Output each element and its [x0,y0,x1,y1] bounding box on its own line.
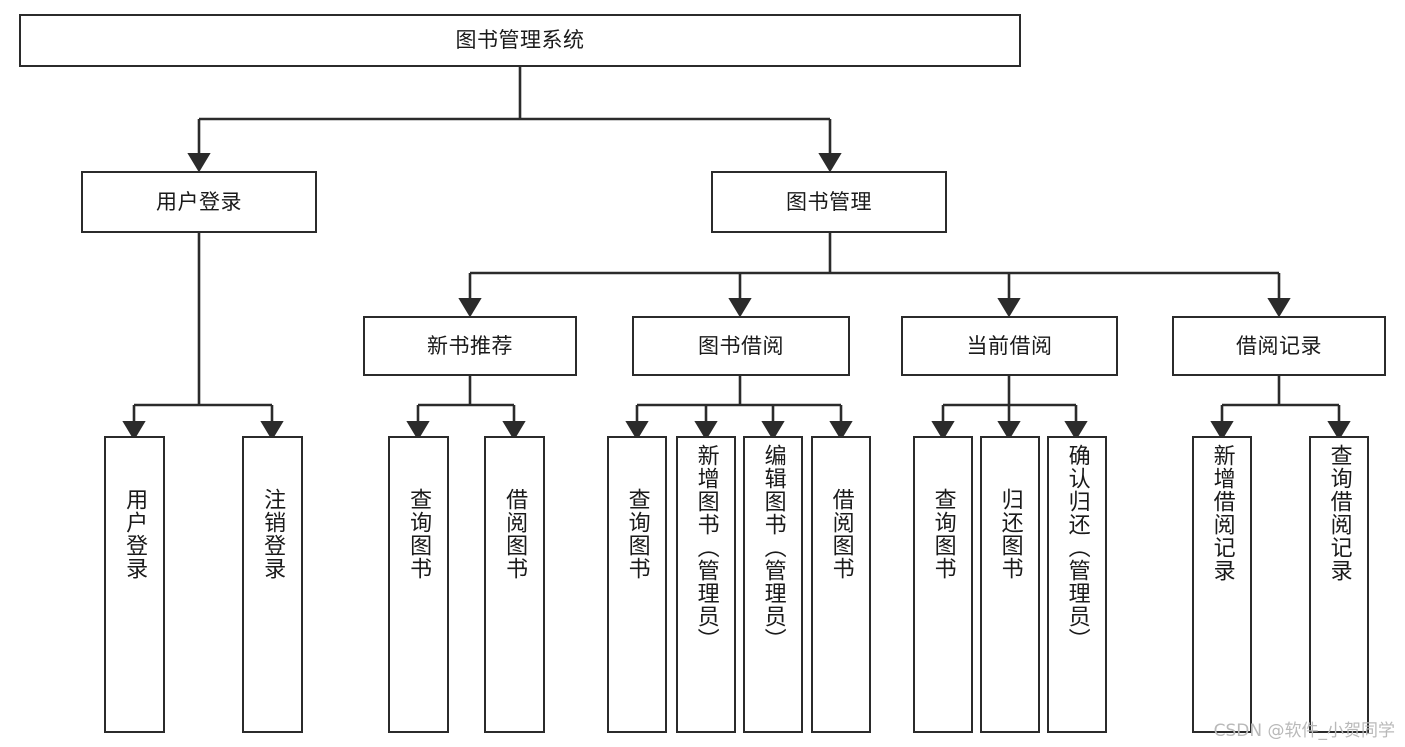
node-label: 新书推荐 [427,333,513,358]
node-root-book-management-system[interactable]: 图书管理系统 [19,14,1021,67]
leaf-new-book-borrow-book[interactable]: 借阅图书 [484,436,545,733]
node-label: 用户登录 [122,488,148,580]
node-book-borrow[interactable]: 图书借阅 [632,316,850,376]
node-label: 新增图书（管理员） [693,444,719,651]
leaf-book-borrow-query-book[interactable]: 查询图书 [607,436,667,733]
node-label: 注销登录 [260,488,286,580]
leaf-book-borrow-edit-book-admin[interactable]: 编辑图书（管理员） [743,436,803,733]
node-book-management[interactable]: 图书管理 [711,171,947,233]
leaf-new-book-query-book[interactable]: 查询图书 [388,436,449,733]
node-current-borrow[interactable]: 当前借阅 [901,316,1118,376]
leaf-borrow-record-add-record[interactable]: 新增借阅记录 [1192,436,1252,733]
node-new-book-recommend[interactable]: 新书推荐 [363,316,577,376]
node-label: 新增借阅记录 [1209,444,1235,582]
leaf-current-borrow-return-book[interactable]: 归还图书 [980,436,1040,733]
leaf-user-login-logout[interactable]: 注销登录 [242,436,303,733]
node-label: 图书借阅 [698,333,784,358]
leaf-borrow-record-query-record[interactable]: 查询借阅记录 [1309,436,1369,733]
node-label: 查询借阅记录 [1326,444,1352,582]
leaf-current-borrow-query-book[interactable]: 查询图书 [913,436,973,733]
node-label: 编辑图书（管理员） [760,444,786,651]
node-label: 确认归还（管理员） [1064,444,1090,651]
node-label: 用户登录 [156,189,242,214]
node-label: 借阅记录 [1236,333,1322,358]
node-label: 归还图书 [997,488,1023,580]
leaf-book-borrow-add-book-admin[interactable]: 新增图书（管理员） [676,436,736,733]
node-label: 查询图书 [624,488,650,580]
node-borrow-record[interactable]: 借阅记录 [1172,316,1386,376]
node-label: 当前借阅 [966,333,1053,358]
node-label: 查询图书 [930,488,956,580]
leaf-user-login-login[interactable]: 用户登录 [104,436,165,733]
node-label: 借阅图书 [828,488,854,580]
node-user-login[interactable]: 用户登录 [81,171,317,233]
node-label: 查询图书 [406,488,432,580]
node-label: 图书管理 [786,189,872,214]
leaf-current-borrow-confirm-return-admin[interactable]: 确认归还（管理员） [1047,436,1107,733]
node-label: 图书管理系统 [455,28,585,53]
node-label: 借阅图书 [502,488,528,580]
leaf-book-borrow-borrow-book[interactable]: 借阅图书 [811,436,871,733]
